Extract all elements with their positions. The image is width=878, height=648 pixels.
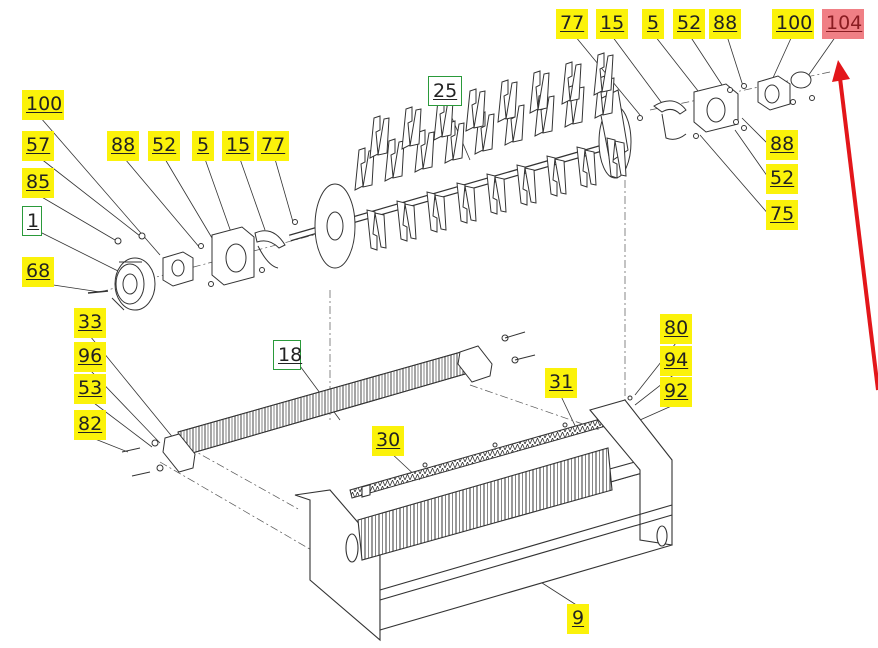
red-pointer-arrow (832, 60, 878, 391)
callout-number: 5 (646, 12, 660, 34)
rotor-knife (497, 79, 518, 123)
rotor-knife (546, 155, 567, 197)
callout-5-left: 5 (192, 131, 214, 161)
callout-number: 85 (26, 171, 51, 193)
callout-number: 9 (571, 607, 585, 629)
callout-number: 104 (826, 12, 863, 34)
callout-9: 9 (567, 604, 589, 634)
callout-number: 15 (600, 12, 625, 34)
callout-18: 18 (273, 340, 303, 370)
callout-number: 92 (664, 380, 689, 402)
rotor-knife (366, 209, 387, 251)
rotor-knife (465, 88, 486, 132)
callout-number: 52 (770, 167, 795, 189)
rotor-knife (401, 106, 422, 150)
callout-number: 75 (770, 203, 795, 225)
comb-bar-assembly (121, 331, 536, 477)
callout-number: 1 (27, 210, 40, 232)
callout-80: 80 (660, 314, 692, 344)
callout-82: 82 (74, 410, 106, 440)
rotor-knife (606, 137, 627, 179)
rotor-knife (396, 200, 417, 242)
callout-88-right: 88 (766, 130, 798, 160)
callout-77-right: 77 (556, 9, 588, 39)
callout-30: 30 (372, 426, 404, 456)
callout-number: 31 (549, 371, 574, 393)
callout-52-right: 52 (766, 164, 798, 194)
callout-number: 33 (78, 311, 103, 333)
callout-15-left: 15 (222, 131, 254, 161)
callout-96: 96 (74, 342, 106, 372)
callout-number: 100 (776, 12, 813, 34)
rotor-knife (369, 115, 390, 159)
callout-number: 57 (26, 134, 51, 156)
rotor-knife (486, 173, 507, 215)
rotor-knife (456, 182, 477, 224)
right-drive-assembly (637, 71, 815, 140)
callout-88-top-right: 88 (709, 9, 741, 39)
callout-number: 88 (770, 133, 795, 155)
callout-number: 94 (664, 349, 689, 371)
callout-92: 92 (660, 377, 692, 407)
callout-number: 80 (664, 317, 689, 339)
callout-85: 85 (22, 168, 54, 198)
callout-number: 77 (560, 12, 585, 34)
callout-88-left: 88 (107, 131, 139, 161)
callout-68: 68 (22, 257, 54, 287)
callout-number: 82 (78, 413, 103, 435)
callout-number: 77 (261, 134, 286, 156)
rotor-knife (529, 70, 550, 114)
callout-77-left: 77 (257, 131, 289, 161)
callout-number: 96 (78, 345, 103, 367)
callout-31: 31 (545, 368, 577, 398)
callout-57: 57 (22, 131, 54, 161)
callout-number: 5 (196, 134, 210, 156)
callout-75: 75 (766, 200, 798, 230)
callout-52-left: 52 (148, 131, 180, 161)
callout-100-left: 100 (22, 90, 64, 120)
callout-15-right: 15 (596, 9, 628, 39)
callout-number: 15 (226, 134, 251, 156)
leader-lines (39, 35, 837, 607)
callout-33: 33 (74, 308, 106, 338)
left-drive-assembly (87, 219, 298, 311)
rotor-knife (426, 191, 447, 233)
housing-frame (294, 399, 673, 642)
callout-5-right: 5 (642, 9, 664, 39)
rotor-assembly (289, 52, 632, 269)
callout-number: 88 (111, 134, 136, 156)
callout-1: 1 (22, 206, 42, 236)
callout-number: 68 (26, 260, 51, 282)
rotor-knife (576, 146, 597, 188)
callout-number: 100 (26, 93, 63, 115)
rotor-knife (516, 164, 537, 206)
callout-number: 88 (713, 12, 738, 34)
callout-number: 52 (152, 134, 177, 156)
callout-number: 52 (677, 12, 702, 34)
callout-number: 30 (376, 429, 401, 451)
callout-number: 18 (278, 344, 303, 366)
callout-number: 25 (433, 80, 458, 102)
callout-52-top-right: 52 (673, 9, 705, 39)
rotor-knife (593, 52, 614, 96)
callout-104: 104 (822, 9, 864, 39)
callout-100-right: 100 (772, 9, 814, 39)
callout-53: 53 (74, 374, 106, 404)
rotor-knife (561, 61, 582, 105)
callout-94: 94 (660, 346, 692, 376)
callout-25: 25 (428, 76, 462, 106)
callout-number: 53 (78, 377, 103, 399)
